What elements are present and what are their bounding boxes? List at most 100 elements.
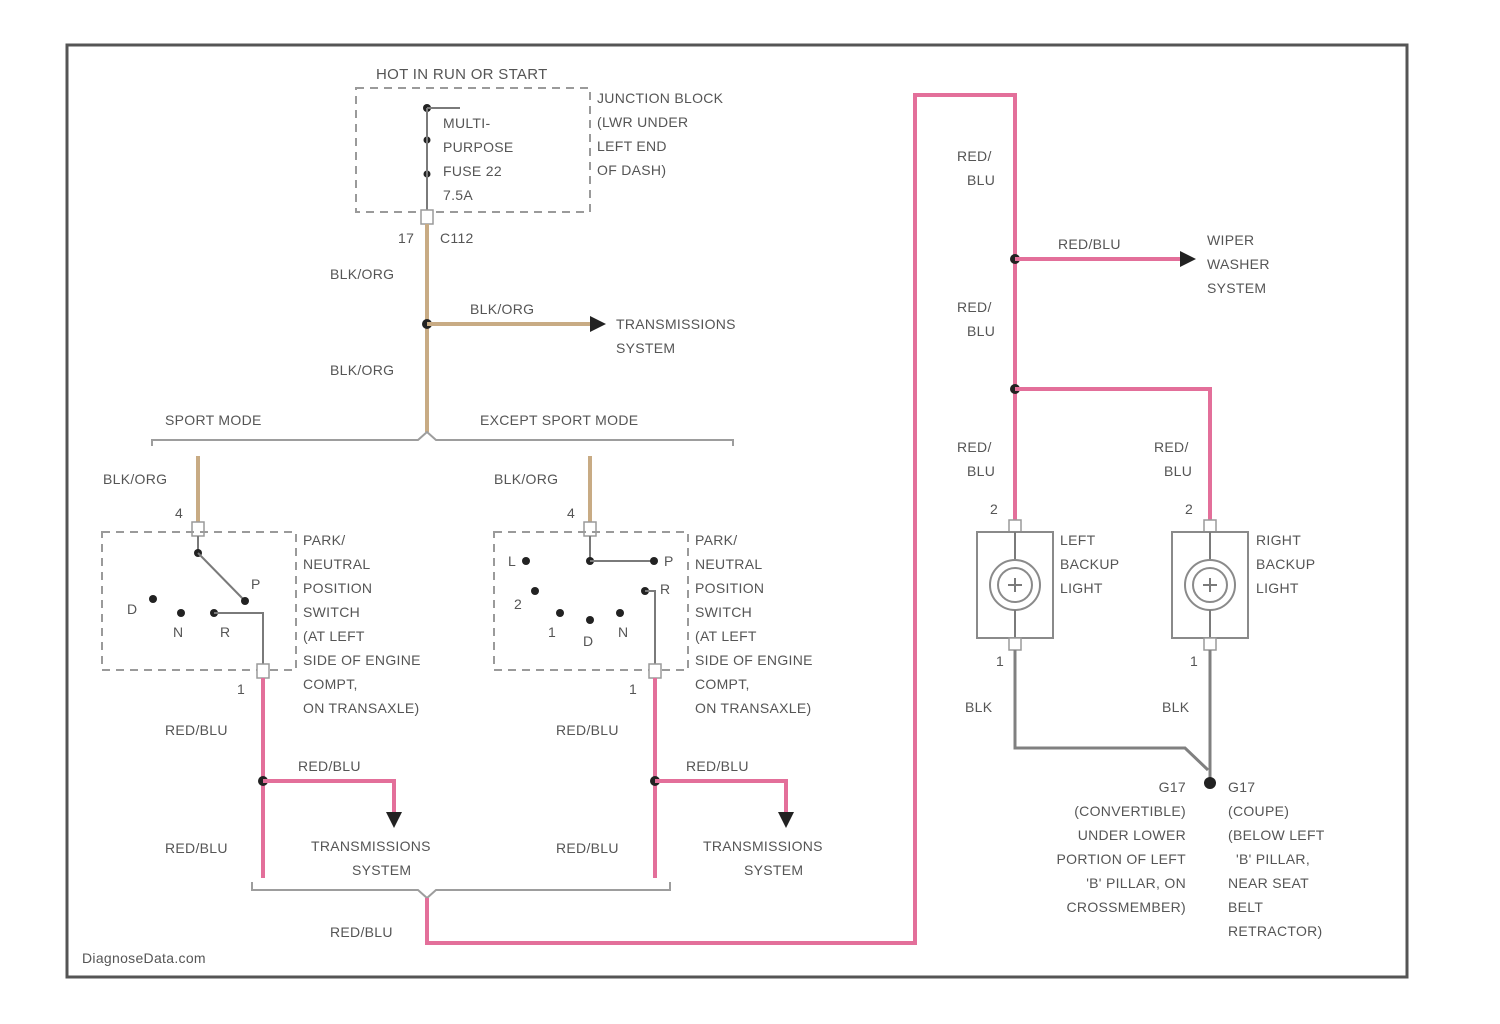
except-desc-1: PARK/ — [695, 532, 737, 548]
except-desc-5: (AT LEFT — [695, 628, 757, 644]
except-switch-pin-bottom — [649, 664, 661, 678]
c112-connector-label: C112 — [440, 230, 474, 246]
except-blk-org-label: BLK/ORG — [494, 471, 558, 487]
except-red-blu-branch: RED/BLU — [686, 758, 749, 774]
ground-coupe-line-5: NEAR SEAT — [1228, 875, 1309, 891]
c112-pin — [421, 210, 433, 224]
left-light-line-2: BACKUP — [1060, 556, 1119, 572]
wiper-line-2: WASHER — [1207, 256, 1270, 272]
except-contact-1 — [556, 609, 564, 617]
fuse-line-3: FUSE 22 — [443, 163, 502, 179]
sport-red-blu-label-1: RED/BLU — [165, 722, 228, 738]
except-pos-d: D — [583, 633, 593, 649]
junction-line-2: (LWR UNDER — [597, 114, 688, 130]
right-light-pin-bottom: 1 — [1190, 653, 1198, 669]
transmission-top-line-2: SYSTEM — [616, 340, 675, 356]
except-pos-r: R — [660, 581, 670, 597]
right-light-line-2: BACKUP — [1256, 556, 1315, 572]
sport-desc-6: SIDE OF ENGINE — [303, 652, 421, 668]
fuse-line-1: MULTI- — [443, 115, 490, 131]
left-light-line-1: LEFT — [1060, 532, 1096, 548]
except-desc-4: SWITCH — [695, 604, 752, 620]
wiper-line-3: SYSTEM — [1207, 280, 1266, 296]
left-light-pin-bottom-box — [1009, 638, 1021, 650]
left-light-pin-top: 2 — [990, 501, 998, 517]
fuse-line-2: PURPOSE — [443, 139, 514, 155]
right-light-blu-label: BLU — [1164, 463, 1192, 479]
except-desc-6: SIDE OF ENGINE — [695, 652, 813, 668]
except-red-blu-label-1: RED/BLU — [556, 722, 619, 738]
sport-switch-pin-bottom — [257, 664, 269, 678]
sport-contact-d — [149, 595, 157, 603]
except-contact-2 — [531, 587, 539, 595]
right-red-label-1: RED/ — [957, 148, 992, 164]
except-contact-n — [616, 609, 624, 617]
ground-conv-line-2: (CONVERTIBLE) — [1074, 803, 1186, 819]
except-contact-l — [522, 557, 530, 565]
right-light-pin-top-box — [1204, 520, 1216, 532]
transmission-except-line-2: SYSTEM — [744, 862, 803, 878]
except-contact-p — [650, 557, 658, 565]
except-pos-2: 2 — [514, 596, 522, 612]
ground-conv-line-4: PORTION OF LEFT — [1057, 851, 1187, 867]
right-light-pin-top: 2 — [1185, 501, 1193, 517]
sport-desc-8: ON TRANSAXLE) — [303, 700, 419, 716]
wiper-line-1: WIPER — [1207, 232, 1254, 248]
ground-conv-line-5: 'B' PILLAR, ON — [1086, 875, 1186, 891]
right-blu-label-2: BLU — [967, 323, 995, 339]
sport-desc-7: COMPT, — [303, 676, 358, 692]
right-blk-label: BLK — [1162, 699, 1190, 715]
blk-org-branch-label: BLK/ORG — [470, 301, 534, 317]
ground-coupe-line-1: G17 — [1228, 779, 1255, 795]
sport-contact-n — [177, 609, 185, 617]
left-light-blu-label: BLU — [967, 463, 995, 479]
ground-coupe-line-2: (COUPE) — [1228, 803, 1289, 819]
ground-coupe-line-6: BELT — [1228, 899, 1263, 915]
sport-switch-pin-top — [192, 522, 204, 536]
wiper-red-blu-label: RED/BLU — [1058, 236, 1121, 252]
sport-pin-bottom: 1 — [237, 681, 245, 697]
except-desc-2: NEUTRAL — [695, 556, 762, 572]
sport-desc-1: PARK/ — [303, 532, 345, 548]
left-light-pin-top-box — [1009, 520, 1021, 532]
transmission-sport-line-1: TRANSMISSIONS — [311, 838, 431, 854]
except-pos-1: 1 — [548, 624, 556, 640]
except-pos-n: N — [618, 624, 628, 640]
transmission-sport-line-2: SYSTEM — [352, 862, 411, 878]
watermark: DiagnoseData.com — [82, 950, 206, 966]
ground-point-g17 — [1204, 777, 1216, 789]
left-light-line-3: LIGHT — [1060, 580, 1103, 596]
except-red-blu-label-2: RED/BLU — [556, 840, 619, 856]
sport-pos-n: N — [173, 624, 183, 640]
junction-line-1: JUNCTION BLOCK — [597, 90, 724, 106]
right-light-line-3: LIGHT — [1256, 580, 1299, 596]
right-light-red-label: RED/ — [1154, 439, 1189, 455]
sport-red-blu-label-2: RED/BLU — [165, 840, 228, 856]
except-pos-p: P — [664, 553, 674, 569]
ground-conv-line-6: CROSSMEMBER) — [1067, 899, 1187, 915]
left-light-red-label: RED/ — [957, 439, 992, 455]
transmission-except-line-1: TRANSMISSIONS — [703, 838, 823, 854]
sport-desc-4: SWITCH — [303, 604, 360, 620]
except-contact-d — [586, 616, 594, 624]
left-light-pin-bottom: 1 — [996, 653, 1004, 669]
left-blk-label: BLK — [965, 699, 993, 715]
blk-org-label-2: BLK/ORG — [330, 362, 394, 378]
junction-line-4: OF DASH) — [597, 162, 666, 178]
except-desc-8: ON TRANSAXLE) — [695, 700, 811, 716]
ground-coupe-line-3: (BELOW LEFT — [1228, 827, 1325, 843]
sport-desc-3: POSITION — [303, 580, 372, 596]
sport-pos-r: R — [220, 624, 230, 640]
except-desc-7: COMPT, — [695, 676, 750, 692]
ground-coupe-line-4: 'B' PILLAR, — [1236, 851, 1310, 867]
sport-desc-2: NEUTRAL — [303, 556, 370, 572]
sport-mode-label: SPORT MODE — [165, 412, 262, 428]
transmission-top-line-1: TRANSMISSIONS — [616, 316, 736, 332]
except-pos-l: L — [508, 553, 516, 569]
sport-pos-p: P — [251, 576, 261, 592]
junction-line-3: LEFT END — [597, 138, 667, 154]
sport-pos-d: D — [127, 601, 137, 617]
sport-pin-top: 4 — [175, 505, 183, 521]
right-light-pin-bottom-box — [1204, 638, 1216, 650]
